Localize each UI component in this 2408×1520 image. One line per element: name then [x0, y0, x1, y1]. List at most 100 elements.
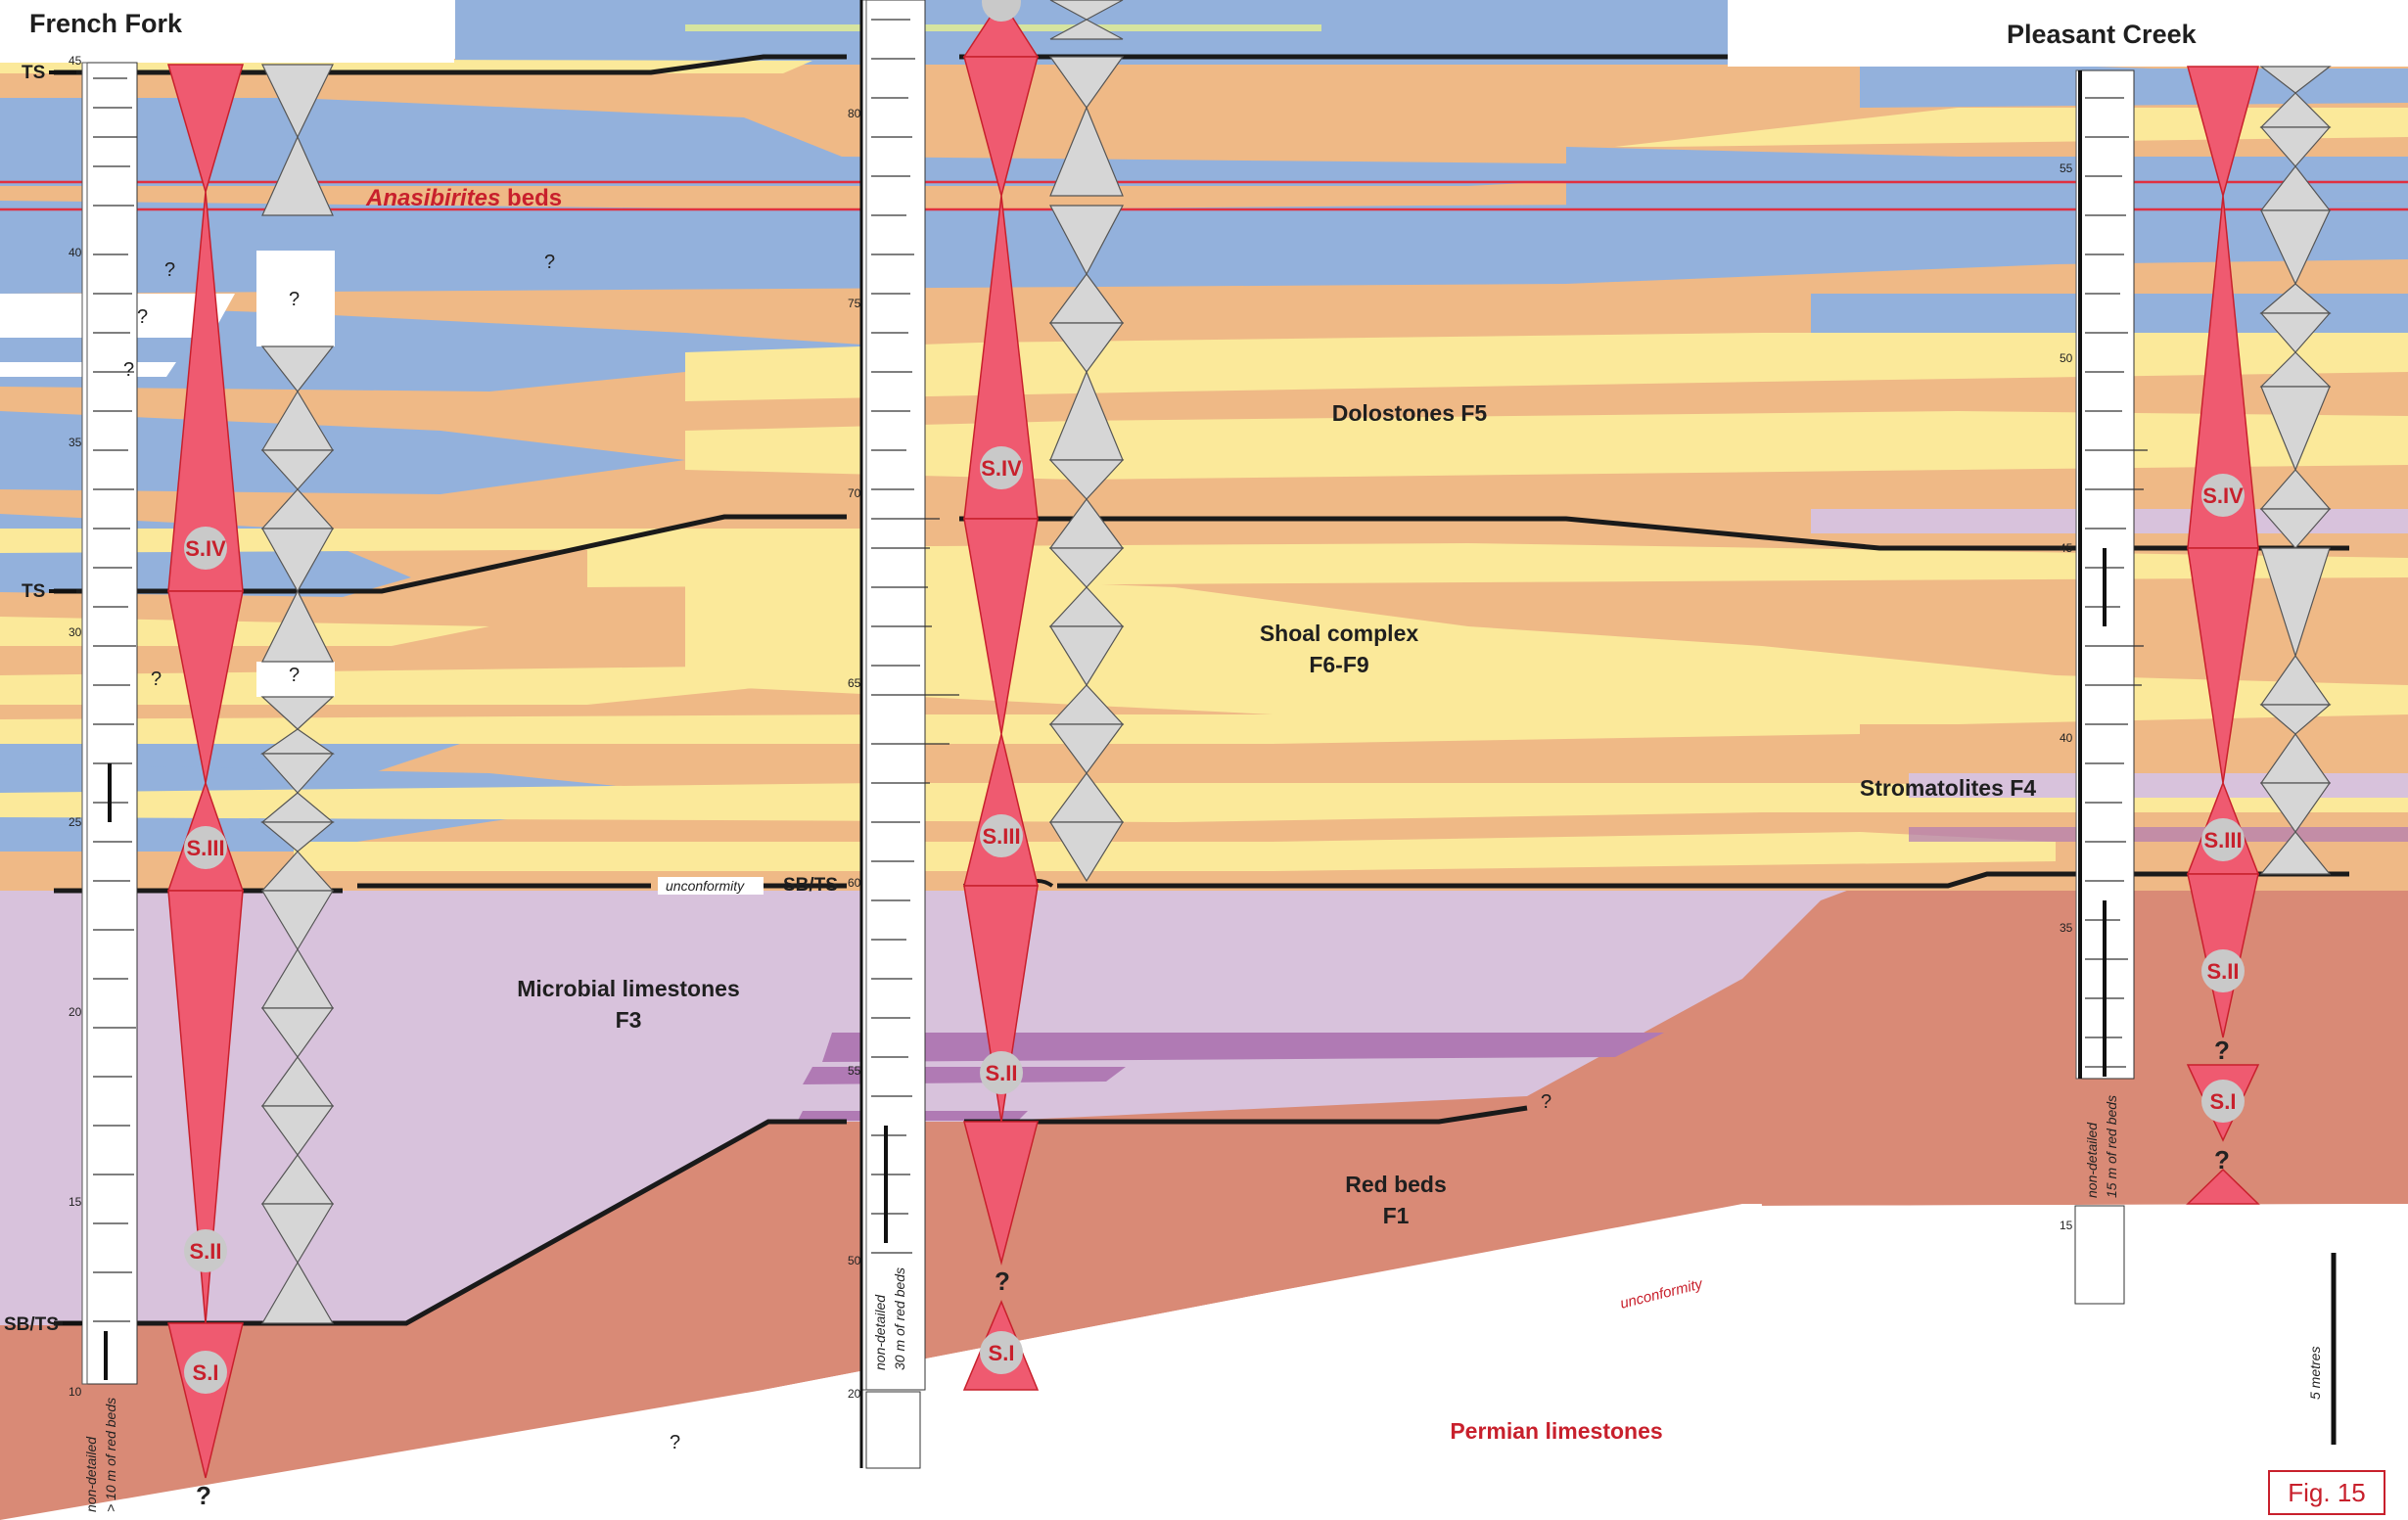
shoal-wedge [587, 543, 2408, 587]
french-fork-lithology [93, 77, 137, 1322]
french-fork-thick-beds [104, 763, 112, 1380]
facies-stromatolites: Stromatolites F4 [1860, 775, 2036, 801]
sbts-label-mid: SB/TS [783, 875, 838, 896]
seq-label-s1: S.I [989, 1341, 1015, 1365]
microbial-limestones-band [0, 886, 1860, 1325]
seq-label-s3: S.III [186, 836, 224, 860]
sbts-lower-2 [964, 1105, 1528, 1125]
tick-left: 35 [69, 436, 82, 449]
section-title-left: French Fork [29, 9, 183, 38]
seq-label-s1: S.I [2210, 1089, 2237, 1114]
tick-left: 10 [69, 1385, 82, 1399]
seq-label-s2: S.II [985, 1061, 1017, 1085]
note-mid-non-detailed: non-detailed [872, 1294, 888, 1370]
pleasant-creek-base-log [2074, 1205, 2125, 1305]
question-mark: ? [289, 289, 300, 310]
tick-left: 30 [69, 625, 82, 639]
tick-left: 40 [69, 246, 82, 259]
facies-microbial-2: F3 [616, 1007, 642, 1033]
blue-wedge [0, 303, 979, 392]
question-mark: ? [137, 306, 148, 328]
facies-dolostones: Dolostones F5 [1332, 400, 1488, 426]
pleasant-creek-minor-cycles [2259, 66, 2332, 875]
title-box-right [1728, 0, 2408, 67]
ts-surface-top [54, 54, 847, 75]
tick-right: 45 [2060, 541, 2073, 555]
tick-right: 50 [2060, 351, 2073, 365]
question-mark: ? [289, 665, 300, 686]
pleasant-creek-log [2079, 69, 2135, 1080]
sbts-label-left: SB/TS [4, 1314, 59, 1335]
blue-wedge [0, 201, 2408, 294]
ts-label-top: TS [22, 63, 45, 83]
question-mark: ? [544, 252, 555, 273]
figure-label: Fig. 15 [2288, 1478, 2366, 1507]
question-mark: ? [995, 1267, 1010, 1296]
blue-wedge [0, 411, 685, 494]
blue-wedge [1566, 147, 2408, 206]
question-mark: ? [196, 1481, 211, 1510]
white-box [256, 251, 335, 346]
tick-left: 25 [69, 815, 82, 829]
middle-base-log [865, 1391, 921, 1469]
tick-left: 20 [69, 1005, 82, 1019]
middle-lithology [871, 19, 959, 1254]
white-box [256, 662, 335, 697]
facies-redbeds-1: Red beds [1345, 1172, 1447, 1197]
middle-minor-cycles [1048, 0, 1125, 883]
stromatolite-lens [822, 1033, 1664, 1062]
tick-left: 15 [69, 1195, 82, 1209]
tick-right: 35 [2060, 921, 2073, 935]
question-mark: ? [164, 259, 175, 281]
figure-label-box [2268, 1470, 2385, 1515]
tick-right: 15 [2060, 1219, 2073, 1232]
sbts-surface-4 [1057, 871, 2349, 889]
shoal-wedge [294, 832, 2056, 871]
tick-middle: 50 [848, 1254, 861, 1267]
facies-shoal-1: Shoal complex [1260, 621, 1419, 646]
french-fork-log [85, 62, 138, 1385]
seq-label-s2: S.II [2206, 959, 2239, 984]
white-mask-bottom [538, 1204, 2408, 1520]
unconformity-box [1608, 1265, 1737, 1315]
sequence-markers [184, 0, 2245, 1394]
seq-label-s1: S.I [193, 1360, 219, 1385]
anasibirites-label: Anasibirites beds [365, 185, 562, 211]
facies-redbeds-2: F1 [1383, 1203, 1410, 1228]
tick-middle: 80 [848, 107, 861, 120]
question-mark: ? [123, 359, 134, 381]
tick-middle: 55 [848, 1064, 861, 1078]
seq-label-s4: S.IV [185, 536, 226, 561]
title-box-left [0, 0, 454, 63]
french-fork-minor-cycles [260, 64, 335, 1324]
blue-wedge [0, 98, 1860, 186]
note-right-red-beds: 15 m of red beds [2104, 1095, 2119, 1198]
tick-middle: 65 [848, 676, 861, 690]
shoal-wedge [0, 714, 1860, 744]
tick-middle: 60 [848, 876, 861, 890]
section-title-right: Pleasant Creek [2007, 20, 2198, 49]
tick-middle: 20 [848, 1387, 861, 1401]
unconformity-box [658, 877, 764, 895]
stromatolite-lens [1909, 827, 2408, 842]
question-mark: ? [151, 668, 162, 690]
facies-shoal-2: F6-F9 [1309, 652, 1368, 677]
tick-middle: 75 [848, 297, 861, 310]
note-mid-red-beds: 30 m of red beds [892, 1267, 907, 1370]
question-mark: ? [1541, 1091, 1551, 1113]
tick-left: 45 [69, 54, 82, 68]
facies-permian: Permian limestones [1450, 1418, 1662, 1444]
question-mark: ? [670, 1432, 680, 1453]
note-right-non-detailed: non-detailed [2084, 1122, 2100, 1198]
seq-label-s3: S.III [2203, 828, 2242, 852]
tick-right: 40 [2060, 731, 2073, 745]
question-mark: ? [2214, 1145, 2230, 1175]
seq-label-s4: S.IV [2202, 484, 2244, 508]
scale-bar-label: 5 metres [2307, 1347, 2323, 1400]
sbts-lower [54, 1119, 847, 1326]
shoal-wedge [0, 666, 1370, 705]
tick-middle: 70 [848, 486, 861, 500]
facies-microbial-1: Microbial limestones [517, 976, 740, 1001]
french-fork-scale [81, 62, 88, 1385]
